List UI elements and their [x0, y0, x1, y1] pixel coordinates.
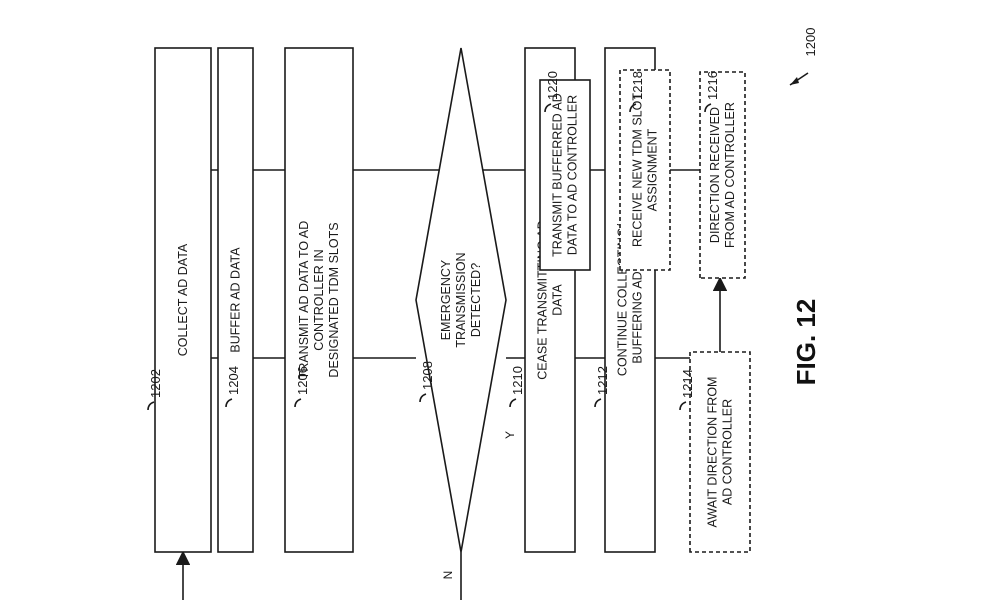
- reference-numeral-1218: 1218: [630, 71, 645, 100]
- reference-numeral-1208: 1208: [420, 361, 435, 390]
- reference-leader-1218: [629, 103, 637, 113]
- reference-numeral-1220: 1220: [545, 71, 560, 100]
- node-label-line: FROM AD CONTROLLER: [723, 102, 737, 248]
- no-branch-label: N: [441, 571, 455, 580]
- figure-reference-numeral: 1200: [803, 28, 818, 57]
- reference-leader-1212: [594, 398, 602, 408]
- node-label-line: DIRECTION RECEIVED: [708, 107, 722, 243]
- reference-numerals-layer: 1202 1204 1206 1208 1210 1212 1214 1216 1218 1220: [147, 71, 720, 411]
- reference-numeral-1214: 1214: [680, 369, 695, 398]
- reference-leader-1214: [679, 401, 687, 411]
- node-label-line: COLLECT AD DATA: [176, 243, 190, 356]
- node-label-line: RECEIVE NEW TDM SLOT: [631, 93, 645, 247]
- node-label-line: BUFFER AD DATA: [229, 247, 243, 353]
- reference-numeral-1216: 1216: [705, 71, 720, 100]
- node-label-line: AD CONTROLLER: [721, 399, 735, 505]
- process-box-1220: [539, 79, 591, 271]
- node-label-line: AWAIT DIRECTION FROM: [706, 377, 720, 528]
- reference-numeral-1202: 1202: [148, 369, 163, 398]
- reference-leader-1210: [509, 398, 517, 408]
- node-label-line: TRANSMIT BUFFERRED AD: [551, 93, 565, 257]
- process-box-1216: [699, 71, 746, 279]
- node-label-line: TRANSMISSION: [454, 252, 468, 347]
- process-box-1214: [689, 351, 751, 553]
- nodes-layer: COLLECT AD DATA BUFFER AD DATA TRANSMIT AD…: [154, 47, 751, 553]
- node-label-line: TRANSMIT AD DATA TO AD: [297, 221, 311, 380]
- node-label-line: ASSIGNMENT: [646, 128, 660, 211]
- reference-numeral-1212: 1212: [595, 366, 610, 395]
- node-label-line: EMERGENCY: [439, 259, 453, 340]
- reference-numeral-1210: 1210: [510, 366, 525, 395]
- reference-leader-1220: [544, 103, 552, 113]
- node-label-line: DATA: [551, 284, 565, 316]
- node-label-line: CONTROLLER IN: [312, 249, 326, 350]
- figure-label: FIG. 12: [791, 299, 821, 386]
- reference-leader-1208: [419, 393, 427, 403]
- process-box-1204: [217, 47, 254, 553]
- reference-leader-1206: [294, 398, 302, 408]
- flow-node-1202: COLLECT AD DATA: [154, 47, 212, 553]
- node-label-line: DATA TO AD CONTROLLER: [566, 95, 580, 255]
- node-label-line: DETECTED?: [469, 263, 483, 337]
- node-label-line: DESIGNATED TDM SLOTS: [327, 222, 341, 377]
- process-box-1218: [619, 69, 671, 271]
- reference-numeral-1206: 1206: [295, 366, 310, 395]
- reference-numeral-1204: 1204: [226, 366, 241, 395]
- reference-leader-1204: [225, 398, 233, 408]
- process-box-1202: [154, 47, 212, 553]
- figure-reference-arrowhead: [790, 77, 799, 85]
- process-box-1206: [284, 47, 354, 553]
- reference-leader-1202: [147, 401, 155, 411]
- yes-branch-label: Y: [503, 431, 517, 439]
- reference-leader-1216: [704, 103, 712, 113]
- decision-diamond-1208: [415, 47, 507, 553]
- flow-node-1204: BUFFER AD DATA: [217, 47, 254, 553]
